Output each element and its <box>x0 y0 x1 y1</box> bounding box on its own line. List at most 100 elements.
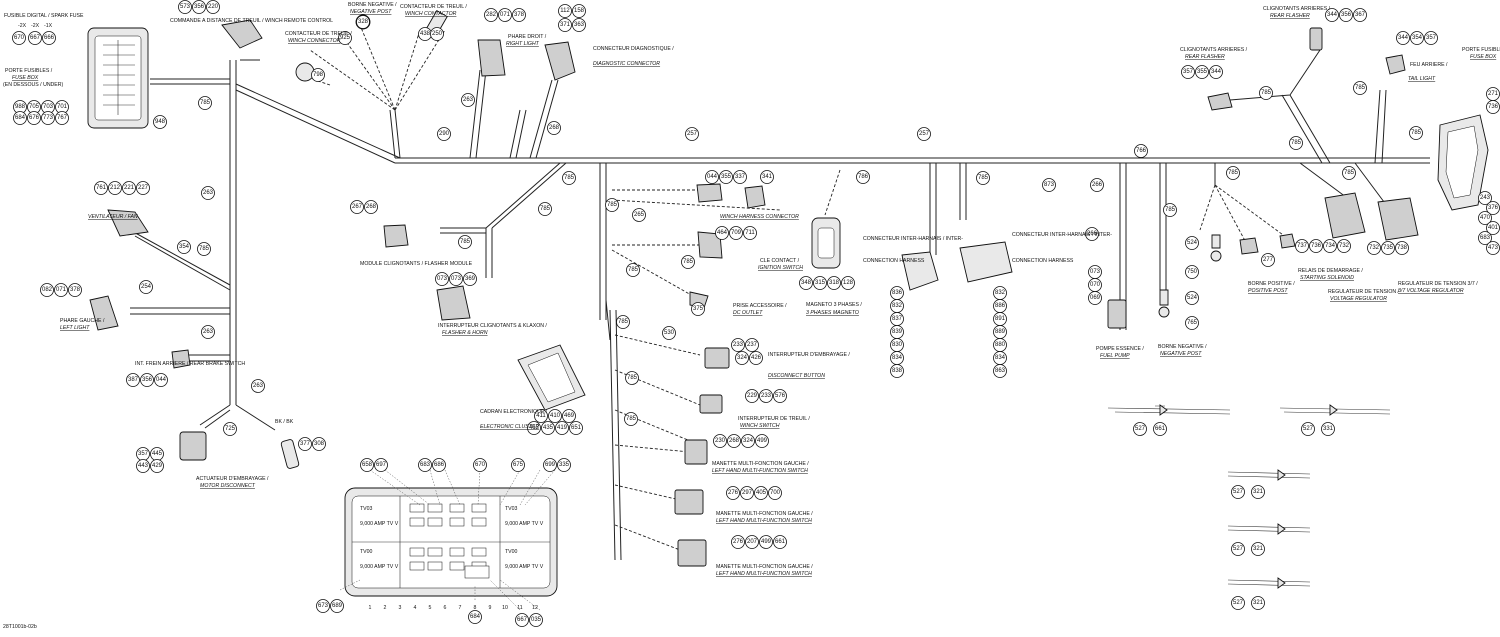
part-callout: 785 <box>198 96 212 110</box>
part-number: 073 <box>1090 269 1101 275</box>
part-callout: 243 <box>1478 191 1492 205</box>
part-number: 073 <box>451 276 462 282</box>
component-label: LEFT HAND MULTI-FUNCTION SWITCH <box>716 571 812 577</box>
part-callout: 405 <box>754 486 768 500</box>
part-number: 573 <box>180 4 191 10</box>
part-number: 277 <box>1263 257 1274 263</box>
part-callout-circle <box>437 127 451 141</box>
part-number: 703 <box>43 104 54 110</box>
part-callout: 734 <box>1323 239 1337 253</box>
part-callout-circle <box>122 181 136 195</box>
component-label: DISCONNECT BUTTON <box>768 373 825 379</box>
part-callout-circle <box>338 31 352 45</box>
part-callout-circle <box>719 170 733 184</box>
part-callout: 705 <box>27 100 41 114</box>
part-callout-circle <box>616 315 630 329</box>
part-number: 290 <box>439 131 450 137</box>
part-number: 839 <box>892 329 903 335</box>
part-number: 438 <box>420 31 431 37</box>
part-callout: 318 <box>827 276 841 290</box>
part-callout: 324 <box>735 351 749 365</box>
part-number: 667 <box>30 35 41 41</box>
part-callout: 737 <box>1295 239 1309 253</box>
part-callout-circle <box>759 389 773 403</box>
part-callout-circle <box>136 459 150 473</box>
part-callout-circle <box>841 276 855 290</box>
part-number: 785 <box>1291 140 1302 146</box>
part-number: 426 <box>751 355 762 361</box>
component-label: 9,000 AMP TV V <box>360 521 399 527</box>
part-callout: 670 <box>12 31 26 45</box>
component-label: POMPE ESSENCE / <box>1096 346 1144 352</box>
part-callout-circle <box>743 226 757 240</box>
part-callout: 069 <box>1088 291 1102 305</box>
part-callout: 308 <box>312 437 326 451</box>
component-label: REAR FLASHER <box>1185 54 1225 60</box>
part-callout-circle <box>626 263 640 277</box>
part-number: 243 <box>1480 195 1491 201</box>
part-number: 267 <box>352 204 363 210</box>
part-number: 321 <box>1253 489 1264 495</box>
part-number: 354 <box>1412 35 1423 41</box>
part-number: 499 <box>761 539 772 545</box>
component-label: 8 <box>474 605 477 611</box>
part-number: 785 <box>607 202 618 208</box>
part-callout-circle <box>1395 241 1409 255</box>
part-number: 071 <box>500 12 511 18</box>
part-number: 070 <box>1090 282 1101 288</box>
part-number: 412 <box>529 425 540 431</box>
component-label: (EN DESSOUS / UNDER) <box>3 82 64 88</box>
part-callout-circle <box>298 437 312 451</box>
part-number: 069 <box>1090 295 1101 301</box>
part-callout-circle <box>993 364 1007 378</box>
part-callout-circle <box>458 235 472 249</box>
part-callout-circle <box>691 302 705 316</box>
part-callout: 438 <box>418 27 432 41</box>
part-callout: 834 <box>993 351 1007 365</box>
part-callout-circle <box>726 486 740 500</box>
part-callout-circle <box>178 0 192 14</box>
part-number: 670 <box>475 462 486 468</box>
component-label: RIGHT LIGHT <box>506 41 540 47</box>
part-callout: 527 <box>1133 422 1147 436</box>
part-number: 071 <box>56 287 67 293</box>
part-callout: 257 <box>917 127 931 141</box>
part-callout-circle <box>364 200 378 214</box>
component-label: MANETTE MULTI-FONCTION GAUCHE / <box>716 511 813 517</box>
part-callout-circle <box>1088 291 1102 305</box>
part-callout-circle <box>473 458 487 472</box>
component-label: INTERRUPTEUR D'EMBRAYAGE / <box>768 352 850 358</box>
part-number: 445 <box>152 451 163 457</box>
part-number: 324 <box>743 438 754 444</box>
part-callout-circle <box>1339 8 1353 22</box>
part-number: 725 <box>225 426 236 432</box>
part-number: 363 <box>574 22 585 28</box>
part-callout-circle <box>1085 227 1099 241</box>
part-callout-circle <box>624 412 638 426</box>
part-callout: 785 <box>1163 203 1177 217</box>
part-callout: 470 <box>1478 211 1492 225</box>
component-label: COMMANDE A DISTANCE DE TREUIL / WINCH RE… <box>170 18 333 24</box>
part-callout: 725 <box>223 422 237 436</box>
part-callout: 357 <box>1424 31 1438 45</box>
component-label: BK / BK <box>275 419 294 425</box>
part-number: 785 <box>540 206 551 212</box>
part-number: 786 <box>858 174 869 180</box>
part-callout-circle <box>1396 31 1410 45</box>
part-number: 651 <box>571 425 582 431</box>
part-callout: 266 <box>1090 178 1104 192</box>
part-callout: 237 <box>745 338 759 352</box>
part-callout: 684 <box>468 610 482 624</box>
part-number: 699 <box>545 462 556 468</box>
component-label: CLE CONTACT / <box>760 258 800 264</box>
part-callout: 357 <box>136 447 150 461</box>
component-label: 9,000 AMP TV V <box>505 564 544 570</box>
part-number: 229 <box>747 393 758 399</box>
part-callout-circle <box>543 458 557 472</box>
part-callout: 263 <box>461 93 475 107</box>
component-label: 9 <box>489 605 492 611</box>
component-label: TV00 <box>505 549 518 555</box>
component-label: FUSE BOX <box>12 75 39 81</box>
part-callout: 263 <box>201 186 215 200</box>
part-number: 830 <box>892 342 903 348</box>
